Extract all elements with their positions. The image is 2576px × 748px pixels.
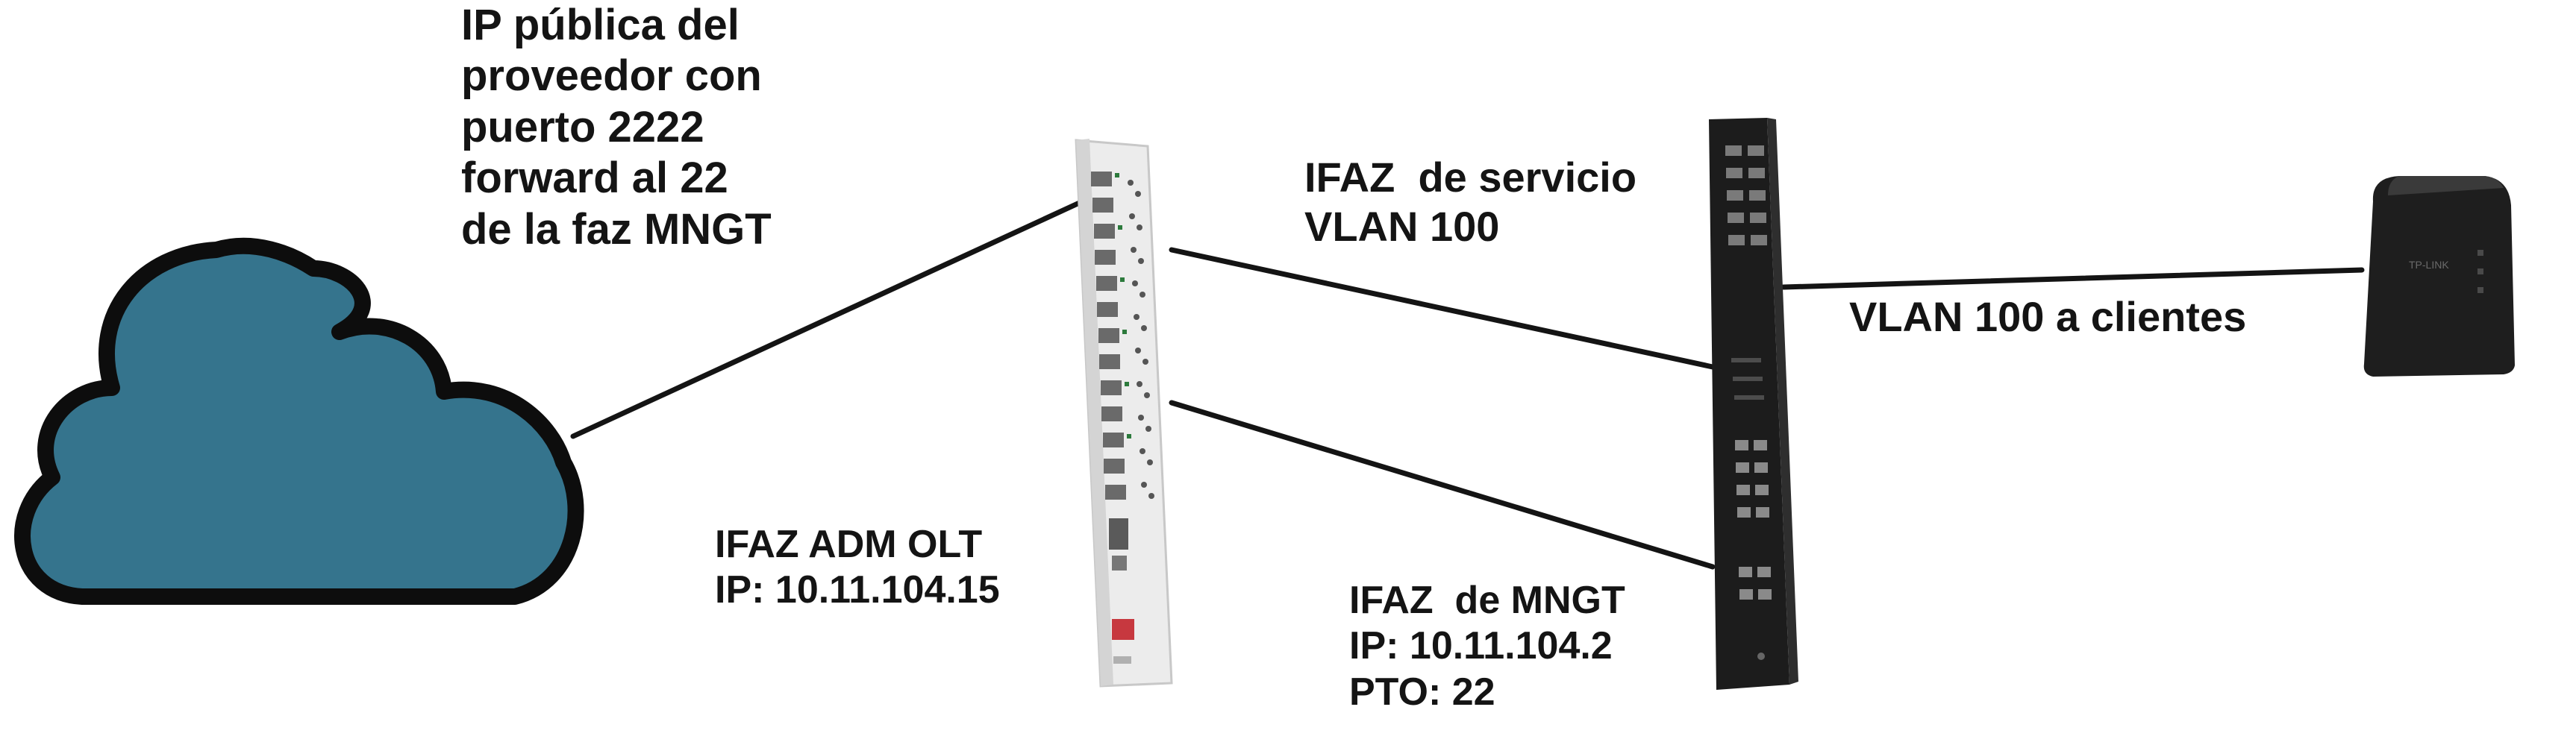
- link-router-switch-mngt: [1169, 400, 1716, 570]
- mikrotik-router-icon: [1075, 139, 1173, 688]
- label-line: forward al 22: [461, 154, 728, 203]
- link-cloud-router: [570, 197, 1089, 439]
- label-line: proveedor con: [461, 51, 762, 101]
- label-adm-olt: IFAZ ADM OLT IP: 10.11.104.15: [715, 522, 1000, 614]
- label-service-interface: IFAZ de servicio VLAN 100: [1304, 153, 1636, 251]
- label-line: VLAN 100 a clientes: [1849, 293, 2247, 340]
- label-line: IFAZ de servicio: [1304, 154, 1637, 201]
- label-public-ip: IP pública del proveedor con puerto 2222…: [461, 0, 772, 255]
- label-line: PTO: 22: [1349, 670, 1495, 714]
- label-line: IP: 10.11.104.2: [1349, 624, 1613, 668]
- label-line: VLAN 100: [1304, 203, 1500, 251]
- link-router-switch-service: [1169, 247, 1716, 370]
- label-mngt-interface: IFAZ de MNGT IP: 10.11.104.2 PTO: 22: [1349, 578, 1625, 715]
- cloud-icon: [14, 237, 584, 605]
- label-line: IFAZ ADM OLT: [715, 523, 983, 566]
- olt-switch-icon: [1709, 118, 1798, 690]
- label-line: IFAZ de MNGT: [1349, 579, 1625, 622]
- label-vlan-clients: VLAN 100 a clientes: [1849, 292, 2246, 342]
- router-brand-label: TP-LINK: [2409, 259, 2449, 271]
- connections: [570, 197, 2365, 570]
- label-line: IP: 10.11.104.15: [715, 568, 1000, 612]
- label-line: IP pública del: [461, 1, 740, 49]
- cpe-router-icon: TP-LINK: [2363, 176, 2515, 377]
- label-line: puerto 2222: [461, 102, 704, 151]
- link-switch-cpe: [1781, 267, 2365, 290]
- label-line: de la faz MNGT: [461, 204, 772, 254]
